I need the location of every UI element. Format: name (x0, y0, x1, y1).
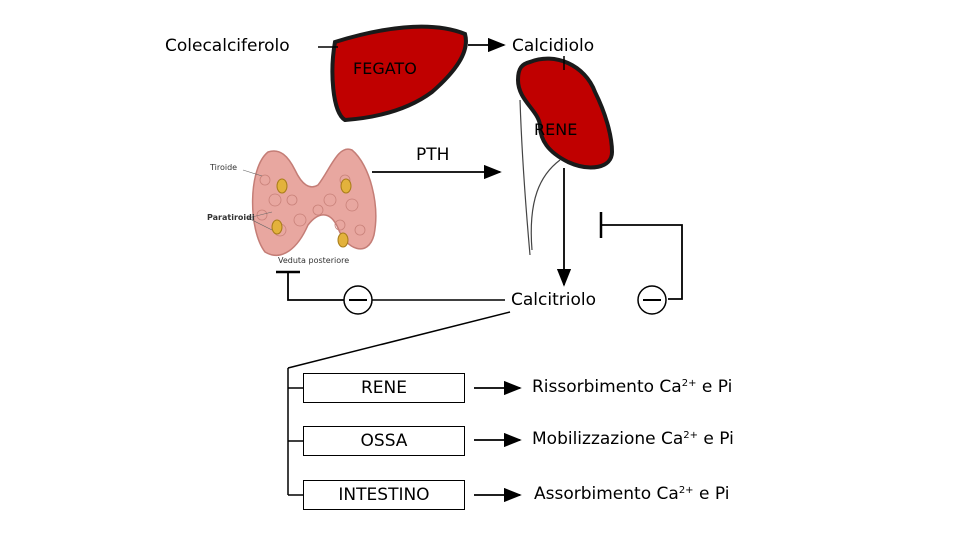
kidney-label: RENE (534, 120, 578, 139)
right-feedback-loop (602, 224, 683, 300)
parathyroid-gland (276, 178, 288, 194)
left-feedback-loop (287, 272, 344, 301)
liver-label: FEGATO (353, 59, 417, 78)
target-box-bone: OSSA (303, 426, 465, 456)
effect-kidney: Rissorbimento Ca2+ e Pi (532, 377, 733, 397)
parathyroid-gland (271, 219, 283, 235)
kidney-shape (515, 56, 615, 170)
parathyroid-gland (340, 178, 352, 194)
target-box-kidney: RENE (303, 373, 465, 403)
target-box-intestine: INTESTINO (303, 480, 465, 510)
thyroid-illustration (242, 148, 377, 257)
precursor-label: Colecalciferolo (165, 36, 290, 56)
effect-intestine: Assorbimento Ca2+ e Pi (534, 484, 730, 504)
liver-shape (330, 24, 468, 123)
view-label: Veduta posteriore (278, 256, 350, 265)
thyroid-label: Tiroide (210, 163, 238, 172)
parathyroid-label: Paratiroidi (207, 213, 255, 222)
pth-label: PTH (416, 145, 450, 165)
intermediate-label: Calcidiolo (512, 36, 595, 56)
active-form-label: Calcitriolo (511, 290, 596, 310)
parathyroid-gland (337, 232, 349, 248)
effect-bone: Mobilizzazione Ca2+ e Pi (532, 429, 734, 449)
calcitriolo-to-targets-line (287, 311, 511, 369)
